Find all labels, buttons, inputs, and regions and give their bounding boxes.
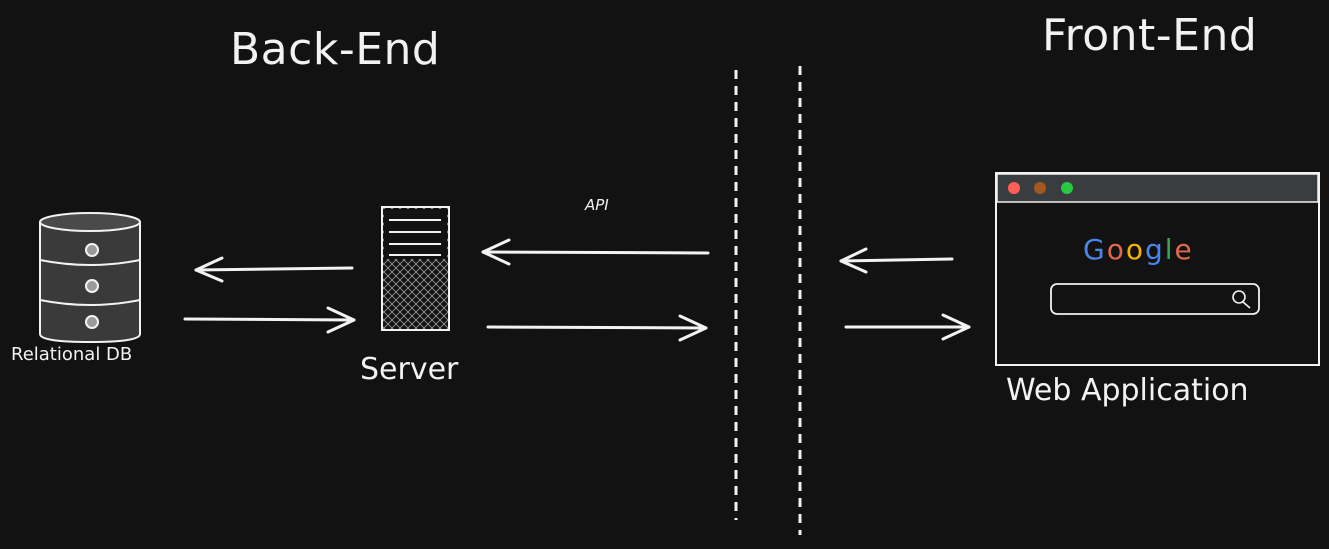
close-dot-icon (1008, 182, 1020, 194)
db-label: Relational DB (11, 344, 133, 365)
database-icon (39, 212, 141, 344)
logo-letter: o (1125, 233, 1145, 266)
maximize-dot-icon (1061, 182, 1073, 194)
logo-letter: l (1164, 233, 1175, 266)
minimize-dot-icon (1034, 182, 1046, 194)
arrow-webapp-to-api (839, 247, 954, 274)
logo-letter: e (1174, 233, 1194, 266)
browser-window (995, 172, 1320, 366)
api-label: API (585, 196, 609, 214)
logo-letter: g (1144, 233, 1165, 266)
frontend-heading: Front-End (1042, 10, 1258, 61)
browser-search-box (1050, 283, 1260, 315)
logo-letter: o (1106, 233, 1126, 266)
arrow-api-to-server (481, 238, 710, 266)
server-icon (381, 206, 450, 331)
web-application-label: Web Application (1006, 373, 1249, 408)
magnifier-icon (1232, 290, 1251, 309)
arrow-server-to-db (194, 256, 354, 283)
server-label: Server (360, 352, 459, 387)
arrow-api-to-webapp (844, 313, 971, 341)
logo-letter: G (1083, 233, 1107, 266)
arrow-server-to-api (486, 314, 708, 342)
google-logo: Google (1083, 233, 1194, 266)
arrow-db-to-server (183, 306, 356, 334)
backend-heading: Back-End (230, 24, 441, 75)
